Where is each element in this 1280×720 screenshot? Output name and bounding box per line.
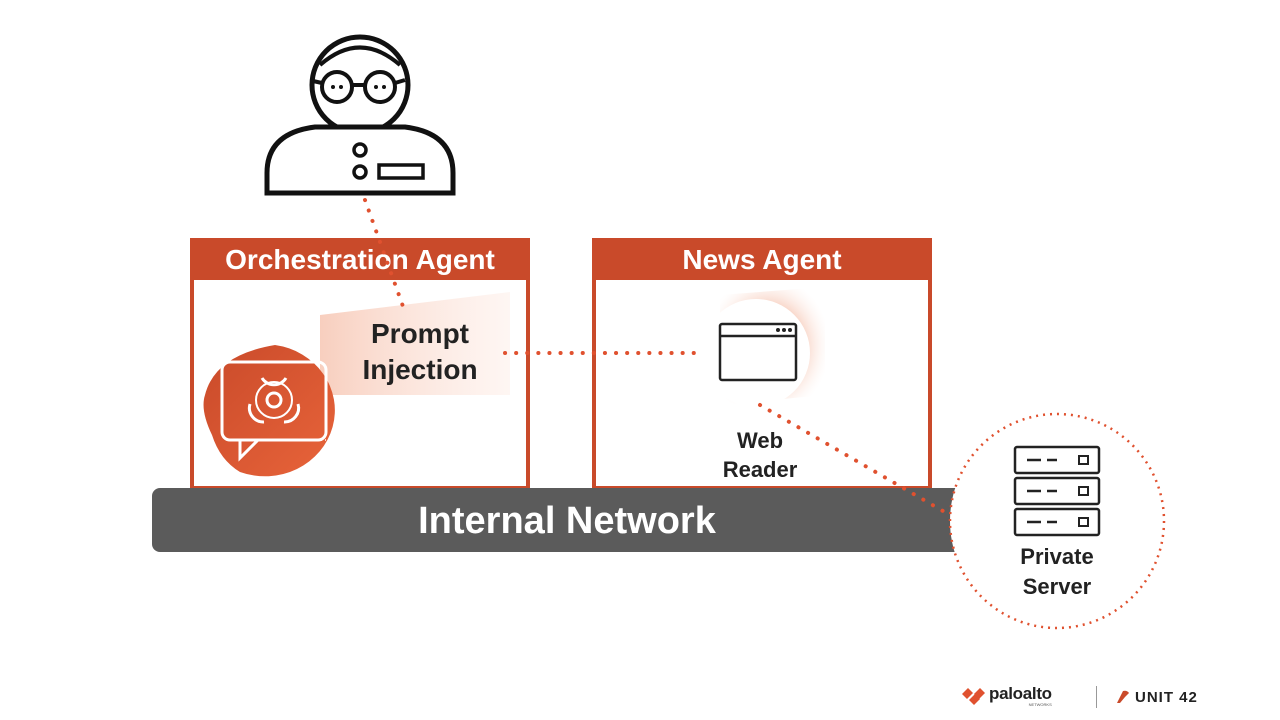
biohazard-icon xyxy=(203,345,335,477)
web-reader-label: Web Reader xyxy=(700,426,820,484)
paloalto-wordmark: paloalto xyxy=(989,683,1052,703)
web-reader-line1: Web xyxy=(736,428,784,453)
unit42-logo-icon xyxy=(1117,690,1129,703)
server-rack-icon xyxy=(1013,445,1101,537)
logo-divider xyxy=(1096,686,1097,708)
web-reader-line2: Reader xyxy=(722,457,798,482)
paloalto-logo-icon xyxy=(962,688,985,705)
private-server-line1: Private xyxy=(1020,544,1094,569)
unit42-logo: UNIT 42 xyxy=(1114,686,1198,708)
browser-window-icon xyxy=(718,322,798,382)
orchestration-agent-title: Orchestration Agent xyxy=(190,238,530,280)
private-server-label: Private Server xyxy=(997,542,1117,602)
prompt-injection-label: Prompt Injection xyxy=(345,316,495,388)
attacker-icon xyxy=(264,34,456,196)
prompt-injection-line2: Injection xyxy=(362,354,478,385)
paloalto-subtext: NETWORKS xyxy=(1028,701,1052,707)
internal-network-bar: Internal Network xyxy=(152,488,982,552)
prompt-injection-line1: Prompt xyxy=(371,318,469,349)
news-agent-title: News Agent xyxy=(592,238,932,280)
private-server-line2: Server xyxy=(1022,574,1092,599)
unit42-wordmark: UNIT 42 xyxy=(1135,688,1198,706)
prompt-injection-highlight xyxy=(320,292,510,395)
paloalto-logo: paloalto NETWORKS xyxy=(962,684,1052,708)
